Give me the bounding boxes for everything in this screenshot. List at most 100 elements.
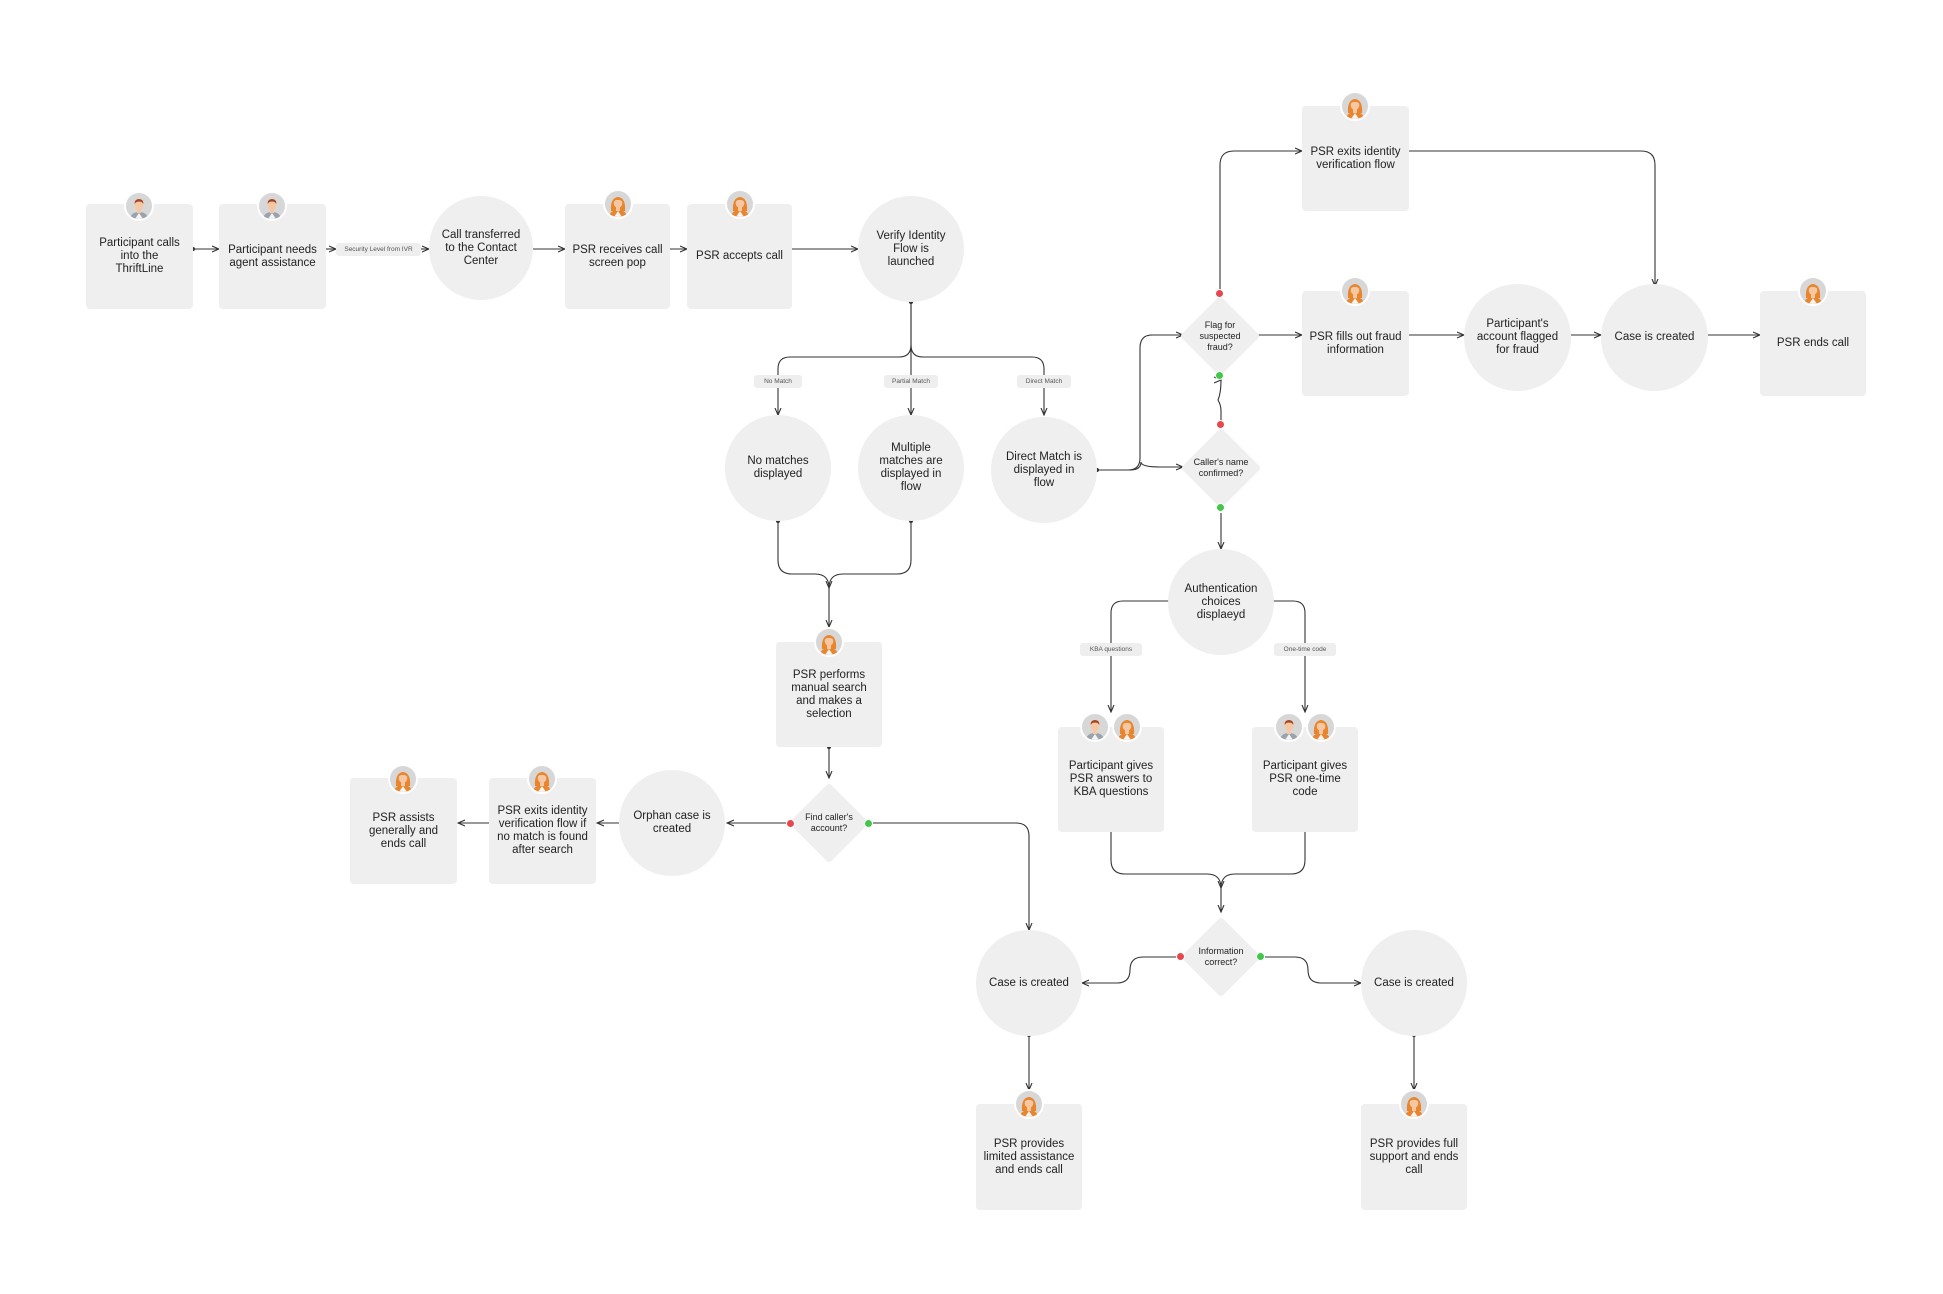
person-avatar-icon [1112,712,1142,742]
node-psr-accepts-call[interactable]: PSR accepts call [687,204,792,309]
node-no-matches[interactable]: No matches displayed [725,415,831,521]
person-avatar-icon [124,191,154,221]
person-avatar-icon [725,189,755,219]
yes-dot-icon [1216,503,1225,512]
node-psr-ends-call[interactable]: PSR ends call [1760,291,1866,396]
person-avatar-icon [527,764,557,794]
edge-verify-to-direct [910,344,1044,415]
decision-callers-name-confirmed-label: Caller's name confirmed? [1193,457,1249,478]
node-case-created-right-label: Case is created [1374,976,1454,989]
edge-auth-to-kba [1111,600,1170,712]
node-orphan-case[interactable]: Orphan case is created [619,770,725,876]
node-authentication-choices[interactable]: Authentication choices displaeyd [1168,549,1274,655]
edge-flag-to-exit [1219,151,1302,294]
person-avatar-icon [1340,276,1370,306]
edge-auth-to-otc [1272,600,1305,712]
edge-direct-to-confirm [1097,461,1183,471]
person-avatar-icon [1274,712,1304,742]
person-avatar-icon [1798,276,1828,306]
person-avatar-icon [388,764,418,794]
node-no-matches-label: No matches displayed [747,455,809,480]
edge-info-to-casemid [1082,956,1181,983]
node-psr-exits-identity[interactable]: PSR exits identity verification flow [1302,106,1409,211]
decision-find-callers-account-label: Find caller's account? [805,812,853,833]
node-psr-assists-generally-label: PSR assists generally and ends call [368,811,439,850]
edge-find-to-case [869,822,1029,930]
node-psr-fills-fraud-label: PSR fills out fraud information [1309,330,1402,356]
no-dot-icon [786,819,795,828]
node-psr-fills-fraud[interactable]: PSR fills out fraud information [1302,291,1409,396]
edge-label-direct-match: Direct Match [1017,375,1071,388]
node-psr-manual-search-label: PSR performs manual search and makes a s… [791,668,867,720]
node-call-transferred[interactable]: Call transferred to the Contact Center [429,196,533,300]
node-participant-needs-agent-label: Participant needs agent assistance [228,243,317,269]
node-direct-match-displayed-label: Direct Match is displayed in flow [1005,450,1083,489]
person-avatar-icon [1340,91,1370,121]
node-case-created-mid[interactable]: Case is created [976,930,1082,1036]
person-avatar-icon [814,627,844,657]
edge-kba-to-info [1110,830,1221,912]
no-dot-icon [1216,420,1225,429]
node-psr-receives-call[interactable]: PSR receives call screen pop [565,204,670,309]
decision-find-callers-account[interactable]: Find caller's account? [788,782,870,864]
node-participant-kba[interactable]: Participant gives PSR answers to KBA que… [1058,727,1164,832]
person-avatar-icon [1306,712,1336,742]
edge-direct-to-flag [1097,335,1183,471]
yes-dot-icon [1215,371,1224,380]
node-verify-identity-flow-label: Verify Identity Flow is launched [876,229,946,268]
node-psr-manual-search[interactable]: PSR performs manual search and makes a s… [776,642,882,747]
edge-label-security-level: Security Level from IVR [336,243,421,256]
decision-callers-name-confirmed[interactable]: Caller's name confirmed? [1180,427,1262,509]
node-verify-identity-flow[interactable]: Verify Identity Flow is launched [858,196,964,302]
node-psr-receives-call-label: PSR receives call screen pop [572,243,663,269]
person-avatar-icon [257,191,287,221]
node-psr-accepts-call-label: PSR accepts call [696,250,783,262]
node-case-created-top-label: Case is created [1614,331,1695,343]
node-psr-ends-call-label: PSR ends call [1776,337,1850,349]
node-participant-calls[interactable]: Participant calls into the ThriftLine [86,204,193,309]
node-psr-full-support[interactable]: PSR provides full support and ends call [1361,1104,1467,1210]
node-participant-otc-label: Participant gives PSR one-time code [1262,760,1348,798]
node-participant-needs-agent[interactable]: Participant needs agent assistance [219,204,326,309]
node-participant-otc[interactable]: Participant gives PSR one-time code [1252,727,1358,832]
edge-info-to-caseright [1261,956,1361,983]
node-case-created-top[interactable]: Case is created [1601,284,1708,391]
edge-otc-to-info [1221,830,1306,888]
edge-label-one-time-code: One-time code [1274,643,1336,656]
edge-label-kba-questions: KBA questions [1080,643,1142,656]
decision-information-correct[interactable]: Information correct? [1180,916,1262,998]
edge-nomatch-to-search [777,521,829,627]
node-psr-exits-identity-label: PSR exits identity verification flow [1310,145,1401,171]
no-dot-icon [1176,952,1185,961]
node-psr-exits-no-match[interactable]: PSR exits identity verification flow if … [489,778,596,884]
node-psr-assists-generally[interactable]: PSR assists generally and ends call [350,778,457,884]
node-account-flagged[interactable]: Participant's account flagged for fraud [1464,284,1571,391]
node-participant-kba-label: Participant gives PSR answers to KBA que… [1068,760,1154,798]
node-multiple-matches[interactable]: Multiple matches are displayed in flow [858,415,964,521]
edge-verify-to-nomatch [778,302,912,415]
person-avatar-icon [1014,1089,1044,1119]
decision-information-correct-label: Information correct? [1198,946,1244,967]
person-avatar-icon [603,189,633,219]
yes-dot-icon [1256,952,1265,961]
edge-partial-to-search [829,521,912,588]
node-psr-limited-assistance[interactable]: PSR provides limited assistance and ends… [976,1104,1082,1210]
node-case-created-right[interactable]: Case is created [1361,930,1467,1036]
node-call-transferred-label: Call transferred to the Contact Center [441,228,521,267]
edge-exit-to-case [1409,150,1655,286]
node-orphan-case-label: Orphan case is created [633,810,711,835]
no-dot-icon [1215,289,1224,298]
decision-flag-suspected-fraud[interactable]: Flag for suspected fraud? [1179,295,1261,377]
node-case-created-mid-label: Case is created [989,976,1069,989]
edge-label-no-match: No Match [754,375,802,388]
node-direct-match-displayed[interactable]: Direct Match is displayed in flow [991,417,1097,523]
node-psr-full-support-label: PSR provides full support and ends call [1369,1137,1459,1176]
decision-flag-suspected-fraud-label: Flag for suspected fraud? [1199,319,1241,352]
node-participant-calls-label: Participant calls into the ThriftLine [99,237,180,275]
node-psr-exits-no-match-label: PSR exits identity verification flow if … [497,805,588,856]
edge-confirm-to-flag [1217,380,1221,424]
person-avatar-icon [1080,712,1110,742]
node-account-flagged-label: Participant's account flagged for fraud [1476,318,1559,356]
